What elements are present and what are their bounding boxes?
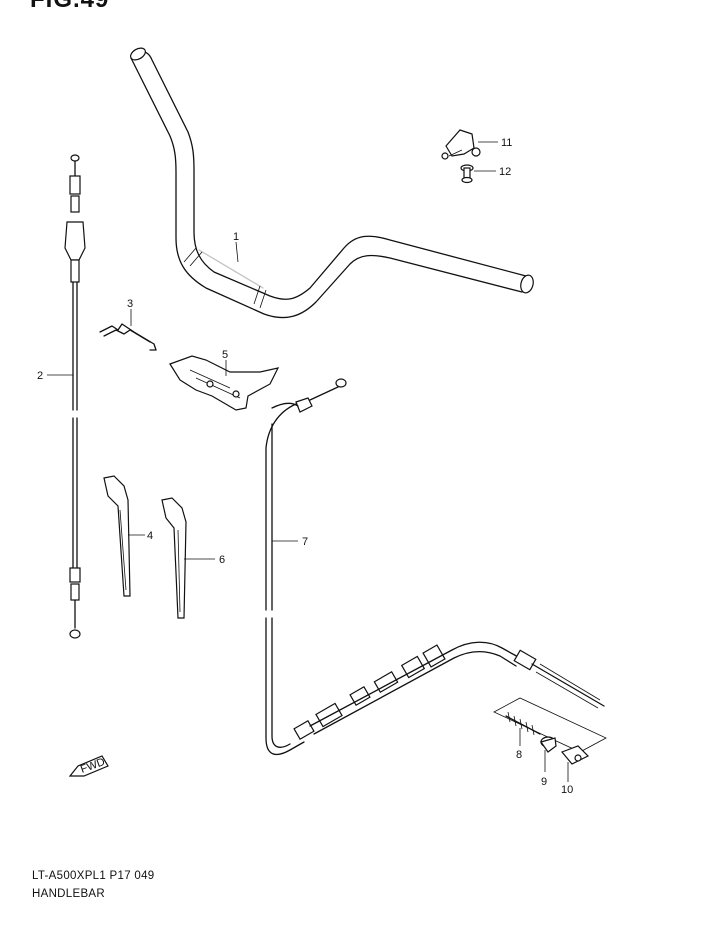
svg-text:9: 9 bbox=[541, 776, 547, 788]
callout-11: 11 bbox=[478, 137, 512, 149]
throttle-cable-7[interactable] bbox=[265, 378, 605, 756]
callout-7: 7 bbox=[272, 536, 308, 548]
svg-text:10: 10 bbox=[561, 784, 573, 796]
fwd-arrow-icon: FWD bbox=[68, 755, 109, 777]
bracket-10[interactable] bbox=[560, 745, 590, 765]
svg-text:6: 6 bbox=[219, 554, 225, 566]
bracket-11[interactable] bbox=[441, 129, 481, 160]
cable-2[interactable] bbox=[64, 154, 86, 639]
callout-9: 9 bbox=[541, 750, 547, 788]
svg-text:7: 7 bbox=[302, 536, 308, 548]
svg-text:12: 12 bbox=[499, 166, 511, 178]
spring-clip-3[interactable] bbox=[99, 323, 157, 351]
svg-text:8: 8 bbox=[516, 749, 522, 761]
handlebar[interactable] bbox=[129, 46, 536, 319]
callout-4: 4 bbox=[128, 530, 153, 542]
callout-1: 1 bbox=[233, 231, 239, 263]
diagram-name: HANDLEBAR bbox=[32, 888, 105, 900]
model-code: LT-A500XPL1 P17 049 bbox=[32, 870, 155, 882]
figure-title: FIG.49 bbox=[30, 0, 109, 14]
callout-3: 3 bbox=[127, 298, 133, 326]
cable-tie-6[interactable] bbox=[161, 497, 187, 619]
cable-tie-4[interactable] bbox=[103, 475, 131, 597]
svg-text:3: 3 bbox=[127, 298, 133, 310]
callout-8: 8 bbox=[516, 728, 522, 761]
callout-6: 6 bbox=[184, 554, 225, 566]
svg-text:11: 11 bbox=[501, 137, 512, 149]
callout-12: 12 bbox=[474, 166, 511, 178]
svg-text:1: 1 bbox=[233, 231, 239, 243]
callout-10: 10 bbox=[561, 762, 573, 796]
svg-text:4: 4 bbox=[147, 530, 153, 542]
callout-2: 2 bbox=[37, 370, 73, 382]
spring-8[interactable] bbox=[505, 711, 541, 736]
bolt-12[interactable] bbox=[460, 164, 474, 184]
svg-text:5: 5 bbox=[222, 349, 228, 361]
sleeve-9[interactable] bbox=[540, 736, 557, 753]
holder-5[interactable] bbox=[169, 355, 280, 411]
callout-5: 5 bbox=[222, 349, 228, 376]
svg-text:2: 2 bbox=[37, 370, 43, 382]
